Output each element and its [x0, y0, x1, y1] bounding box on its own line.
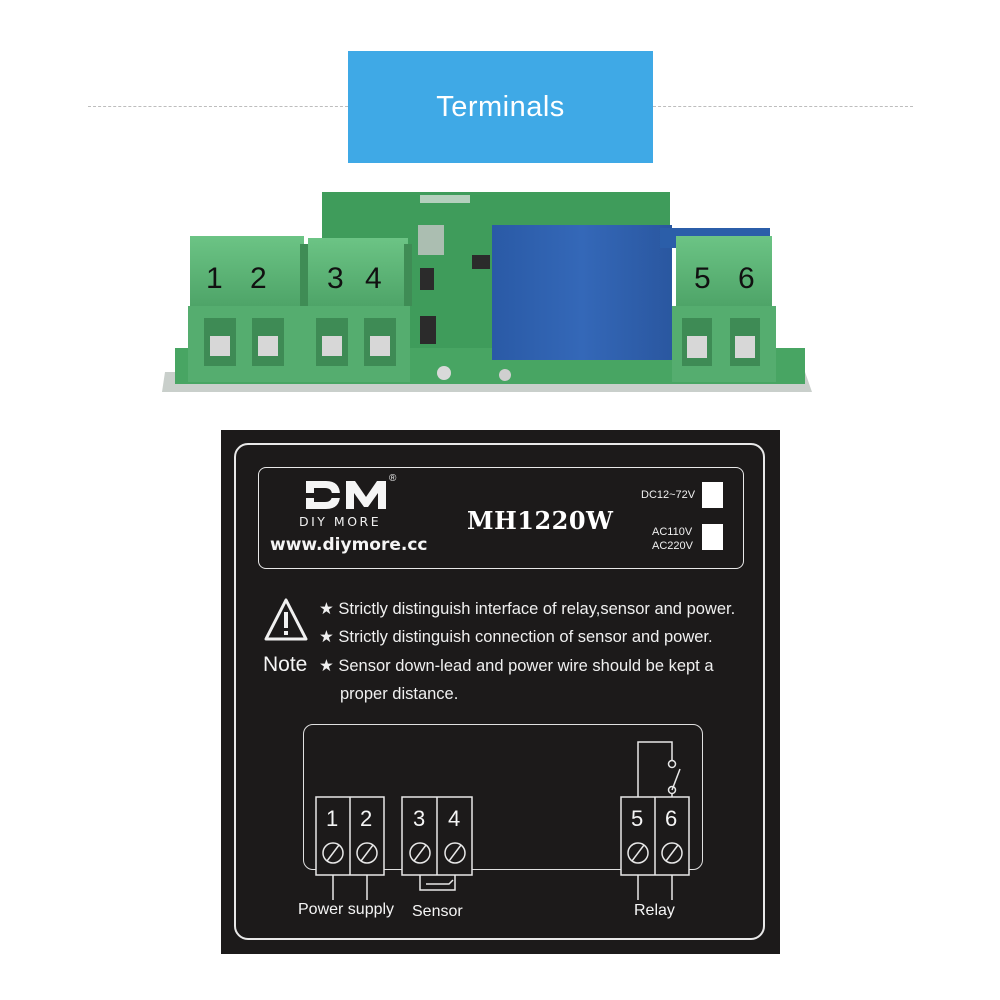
sensor-lead	[419, 875, 456, 891]
panel-border	[234, 443, 765, 940]
terminal-frame	[303, 724, 703, 870]
photo-terminal-block-5-6	[672, 236, 776, 382]
voltage-ac-label-1: AC110V	[652, 526, 693, 538]
photo-terminal-6: 6	[738, 262, 755, 295]
photo-terminal-block-3-4	[306, 238, 412, 382]
photo-terminal-5: 5	[694, 262, 711, 295]
note-line-1: ★ Strictly distinguish interface of rela…	[319, 600, 736, 618]
terminal-number-3: 3	[413, 806, 426, 831]
note-label: Note	[263, 653, 308, 676]
diymore-logo	[304, 481, 386, 509]
wiring-diagram	[315, 741, 690, 900]
terminal-number-6: 6	[665, 806, 678, 831]
relay-contact-top	[667, 759, 677, 769]
voltage-dc-checkbox	[702, 482, 723, 508]
thermistor-symbol	[426, 879, 454, 885]
terminal-number-5: 5	[631, 806, 644, 831]
photo-terminal-3: 3	[327, 262, 344, 295]
note-line-4: proper distance.	[340, 685, 459, 703]
note-line-2: ★ Strictly distinguish connection of sen…	[319, 628, 713, 646]
brand-url: www.diymore.cc	[270, 535, 428, 555]
note-line-3: ★ Sensor down-lead and power wire should…	[319, 657, 714, 675]
panel-header-box	[258, 467, 744, 569]
sensor-label: Sensor	[412, 903, 463, 920]
model-name: MH1220W	[467, 506, 614, 535]
divider-right	[653, 106, 913, 107]
terminal-number-1: 1	[326, 806, 339, 831]
photo-terminal-4: 4	[365, 262, 382, 295]
brand-sub-text: DIY MORE	[299, 514, 382, 529]
registered-mark: ®	[389, 473, 397, 484]
terminal-number-4: 4	[448, 806, 461, 831]
divider-left	[88, 106, 348, 107]
relay-contact-bottom	[667, 785, 677, 795]
photo-terminal-block-1-2	[188, 236, 308, 382]
board-photo	[162, 192, 812, 392]
terminals-banner: Terminals	[348, 51, 653, 163]
relay-label: Relay	[634, 902, 675, 919]
photo-terminal-2: 2	[250, 262, 267, 295]
voltage-ac-checkbox	[702, 524, 723, 550]
voltage-dc-label: DC12~72V	[641, 489, 696, 501]
power-supply-label: Power supply	[298, 901, 395, 918]
photo-terminal-1: 1	[206, 262, 223, 295]
banner-title: Terminals	[436, 90, 565, 123]
terminal-number-2: 2	[360, 806, 373, 831]
relay-switch-wire	[637, 741, 673, 797]
terminal-screws	[322, 842, 683, 864]
warning-icon	[264, 598, 308, 641]
voltage-ac-label-2: AC220V	[652, 540, 693, 552]
